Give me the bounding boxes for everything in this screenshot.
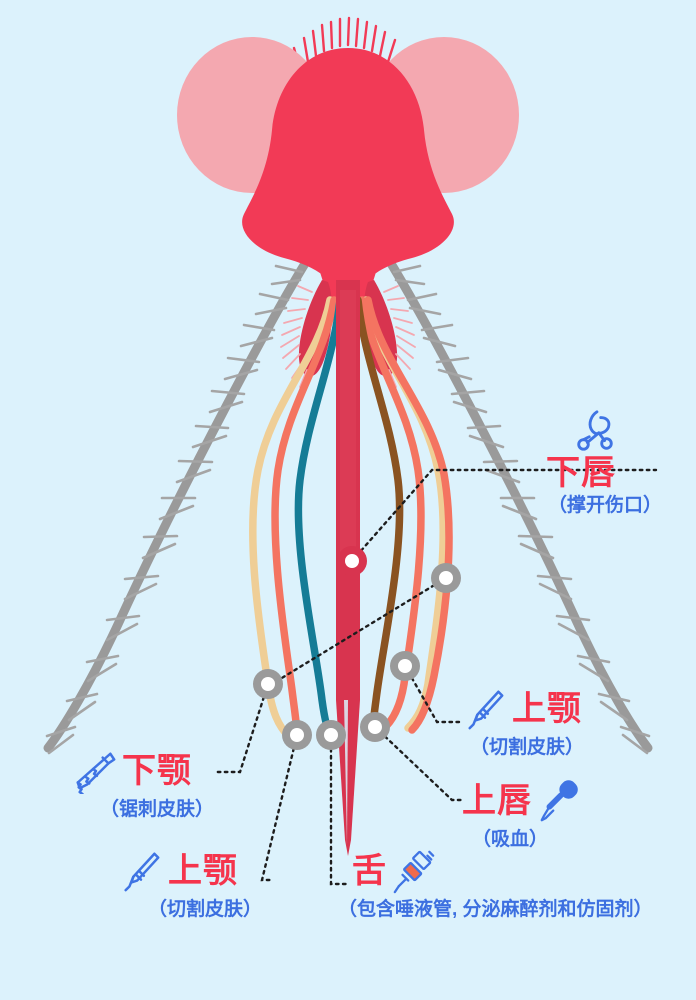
stylet-strand-salmon-left	[271, 296, 338, 739]
mosquito-head	[177, 16, 519, 308]
label-title: 下唇	[546, 454, 616, 492]
stylet-strand-salmon-right-outer	[364, 296, 453, 734]
label-subtitle: （包含唾液管, 分泌麻醉剂和仿固剂）	[338, 899, 653, 920]
label-subtitle: （切割皮肤）	[148, 899, 263, 920]
head-capsule	[242, 48, 454, 288]
label-title: 下颚	[122, 752, 192, 790]
leader-labrum-upper	[270, 576, 448, 686]
leader-labrum	[373, 725, 464, 802]
leader-lines	[214, 468, 658, 886]
label-subtitle: （锯刺皮肤）	[100, 799, 215, 820]
syringe-icon	[391, 848, 437, 894]
label-maxilla-left[interactable]: 上颚 （切割皮肤）	[118, 848, 262, 921]
stylet-strand-tan-left	[249, 296, 334, 742]
stylet-strand-salmon-right	[358, 296, 425, 734]
label-subtitle: （切割皮肤）	[470, 737, 585, 758]
label-subtitle: （撑开伤口）	[548, 495, 663, 516]
stylet-strand-teal-left	[294, 296, 344, 739]
leader-maxilla-right	[403, 664, 464, 724]
leader-labium	[350, 468, 658, 563]
leader-mandible	[214, 682, 270, 774]
label-labium[interactable]: 下唇 （撑开伤口）	[546, 408, 662, 517]
label-title: 上颚	[512, 690, 582, 728]
label-title: 上唇	[462, 782, 532, 820]
label-maxilla-right[interactable]: 上颚 （切割皮肤）	[462, 686, 584, 759]
saw-icon	[72, 748, 118, 794]
proboscis-highlight	[340, 290, 356, 560]
leader-maxilla-left	[260, 733, 299, 882]
scalpel-icon	[118, 848, 164, 894]
dropper-icon	[536, 778, 582, 824]
label-subtitle: （吸血）	[472, 829, 549, 850]
scalpel-icon	[462, 686, 508, 732]
connector-nodes	[253, 546, 461, 750]
label-labrum[interactable]: 上唇 （吸血）	[462, 778, 582, 851]
label-hypopharynx[interactable]: 舌	[338, 848, 653, 921]
label-title: 舌	[352, 852, 387, 890]
label-title: 上颚	[168, 852, 238, 890]
retractor-icon	[572, 408, 618, 454]
leader-hypopharynx	[329, 733, 350, 886]
label-mandible[interactable]: 下颚 （锯刺皮肤）	[72, 748, 214, 821]
antenna-right	[373, 238, 653, 755]
antenna-left	[43, 238, 323, 755]
